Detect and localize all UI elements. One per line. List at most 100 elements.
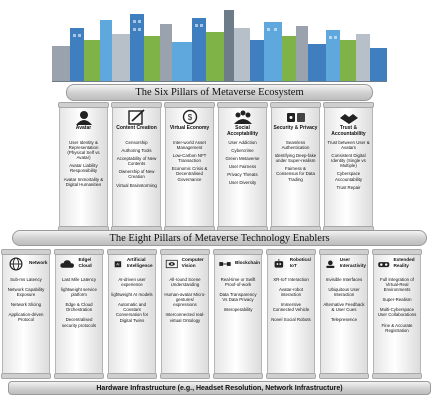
pillar-item: User Diversity (228, 180, 257, 186)
pillar-item: Sub-ms Latency (10, 277, 42, 282)
pillar-item: Novel Social Robots (271, 317, 311, 323)
vr-headset-icon (378, 262, 390, 268)
pillar-item: Economic Crisis & Decentralised Governan… (171, 166, 208, 182)
skyline-windows (73, 20, 337, 39)
pillar-item: Seamless Authentication (281, 140, 310, 151)
pillar-item: Ubiquitous User Interaction (328, 287, 360, 298)
pillar-item: Avatar Liability Responsibility (69, 163, 98, 174)
pillar-item: Interoperability (223, 307, 253, 313)
pillar-title: Computer Vision (181, 257, 204, 268)
pillar-item: Network Slicing (10, 302, 42, 308)
pillar-title: Blockchain (234, 260, 260, 266)
ai-icon: AI (114, 261, 122, 268)
pillar-item: Alternative Feedback & User Cues (323, 302, 365, 313)
pillar-title: User Interactivity (339, 257, 366, 268)
pillar-item: lightweight AI models (111, 292, 153, 298)
pillar-title: Security & Privacy (273, 125, 318, 131)
pillar-item: Immersive Connected Vehicle (272, 302, 310, 313)
pillar-header: Extended Reality (374, 254, 420, 272)
pillar-title: Content Creation (116, 125, 157, 131)
pillar-title: Network (29, 260, 48, 266)
pillar-title: Extended Reality (393, 257, 415, 268)
pillar-item: Privacy Threats (227, 172, 258, 178)
robot-icon (274, 259, 284, 268)
pillar-item: Application-driven Protocol (8, 312, 44, 323)
pillar-item: Edge & Cloud Orchestration (65, 302, 93, 313)
pillar-item: Telepresence (330, 317, 358, 323)
pillar-item: Identifying Deep-fake under Super-realis… (274, 153, 317, 164)
pillar-item: Automatic and Constant Conversation for … (115, 302, 149, 323)
pillar-item: Cybercrime (231, 148, 254, 154)
cloud-icon (60, 260, 74, 268)
city-skyline-illustration (52, 10, 387, 82)
pillar-item-list: Full Integration of Virtual-Real Environ… (374, 272, 420, 333)
pillar-item: Inter-world Asset Management (173, 140, 206, 151)
pillar-item: Super-Realism (382, 297, 412, 303)
pillar-title: Trust & Accountability (331, 125, 366, 137)
pillar-header: Robotics/ IoT (268, 254, 314, 272)
avatar-icon (75, 111, 92, 125)
pillar-title: Virtual Economy (169, 125, 210, 131)
pillar-item: Decentralised security protocols (61, 317, 97, 328)
pillar-item: Cyberspace Accountability (334, 171, 363, 182)
pillar-title: Social Acceptability (226, 125, 259, 137)
pillar-item: Green Metaverse (225, 156, 260, 162)
pillar-item: Acceptability of New Contents (116, 156, 157, 167)
trust-icon (339, 114, 358, 124)
pillar-item: Invisible Interfaces (325, 277, 363, 282)
pillar-header: User Interactivity (321, 254, 367, 272)
pillar-item-list: User Identity & Representation (Physical… (60, 138, 107, 187)
pillar-header: AI Artificial Intelligence (109, 254, 155, 272)
pillar-item: Interconnected real-virtual Ontology (165, 312, 205, 323)
social-icon (233, 110, 252, 124)
pillar-item: Censorship (125, 140, 148, 145)
pillar-header: Computer Vision (162, 254, 208, 272)
pillar-title: Robotics/ IoT (289, 257, 312, 268)
network-icon (9, 257, 23, 271)
pillar-item: Multi-Cyberspace User Collaborations (377, 307, 417, 318)
pillar-item: Authoring Tools (121, 148, 152, 154)
hardware-infrastructure-banner: Hardware Infrastructure (e.g., Headset R… (8, 381, 431, 395)
pillar-item: Human-avatar Micro-gestures/ expressions (164, 292, 206, 308)
pillar-item: Avatar-robot interaction (278, 287, 304, 298)
pillar-header: Edge/ Cloud (56, 254, 102, 272)
svg-text:$: $ (187, 113, 192, 122)
pillar-item: Ownership of New Creation (118, 169, 155, 180)
pillar-item: Low-Carbon NFT Transaction (172, 153, 207, 164)
security-icon (286, 113, 305, 122)
pillar-item: Network Capability Exposure (7, 287, 45, 298)
pillar-item: Virtual Brainstorming (116, 182, 157, 188)
vision-icon (165, 259, 178, 269)
interactivity-icon (326, 260, 335, 269)
six-pillars-banner: The Six Pillars of Metaverse Ecosystem (66, 84, 373, 101)
pillar-item: Real-time or Swift Proof-of-work (220, 277, 256, 288)
pillar-item: User Fairness (228, 164, 257, 170)
pillar-item: AI-driven user experience (118, 277, 146, 288)
pillar-item: lightweight service platform (61, 287, 97, 298)
content-creation-icon (127, 109, 145, 125)
pillar-title: Artificial Intelligence (126, 257, 153, 268)
pillar-title: Avatar (75, 125, 92, 131)
svg-text:AI: AI (116, 263, 119, 267)
pillar-item: Data Transparency Vs Data Privacy (219, 292, 257, 303)
pillar-item: Consistent Digital Identity (Single vs M… (331, 153, 366, 169)
